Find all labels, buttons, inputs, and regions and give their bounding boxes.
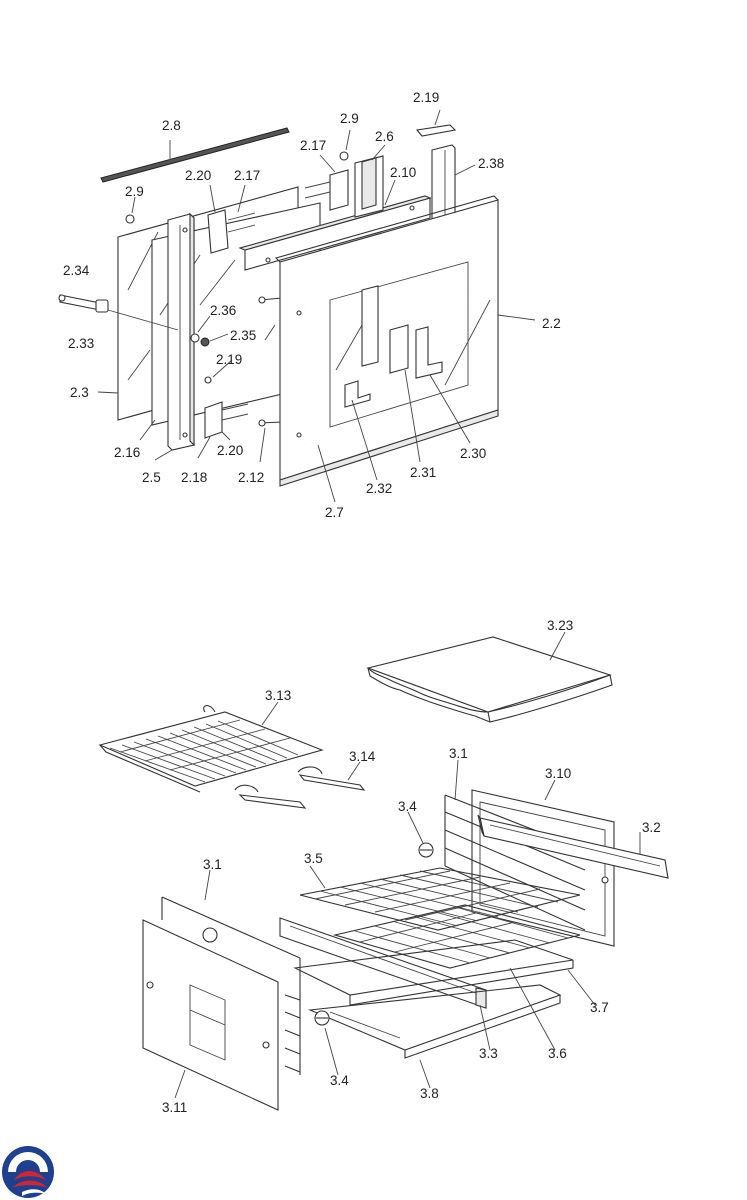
part-label: 3.10 [545,766,571,781]
part-label: 2.34 [63,263,90,278]
part-3-3-runner-rail [279,917,487,1009]
part-label: 2.35 [230,328,256,343]
part-label: 3.3 [479,1046,498,1061]
part-label: 2.7 [325,505,344,520]
part-2-17-hinge-block-right [304,169,349,211]
part-label: 2.38 [478,156,504,171]
part-label: 3.11 [162,1100,187,1115]
part-label: 2.9 [340,111,359,126]
part-label: 2.19 [216,352,242,367]
part-label: 3.4 [398,799,417,814]
part-label: 2.2 [542,316,561,331]
part-label: 2.8 [162,118,181,133]
leader-lines-top [97,109,536,503]
oven-interior-diagram: 3.23 3.13 3.14 3.1 3.10 3.4 3.2 3.5 3.1 … [98,618,669,1115]
part-2-32-bracket [344,380,371,408]
part-label: 2.17 [234,168,260,183]
part-2-19-top-clip [415,124,457,137]
part-2-2-window-rails [361,285,379,367]
part-2-31-block [389,324,409,374]
part-label: 3.4 [330,1073,349,1088]
part-2-34-pin [58,294,101,311]
part-3-1-side-support-left [161,896,301,1075]
part-label: 3.2 [642,820,661,835]
part-2-30-bracket [415,326,443,379]
part-label: 2.19 [413,90,439,105]
part-2-33-bush [95,299,109,313]
part-3-11-side-panel [142,919,279,1111]
part-3-5-oven-shelf [299,867,581,931]
part-3-4-fixing-knob-top [418,842,434,858]
part-label: 2.36 [210,303,236,318]
part-label: 2.6 [375,129,394,144]
part-label: 3.8 [420,1086,439,1101]
part-3-8-grill-pan [307,984,562,1059]
part-2-20-hinge-block-left [207,209,256,254]
part-3-6-oven-shelf-lower [332,904,581,969]
part-label: 3.23 [547,618,573,633]
part-3-2-rail [477,814,669,879]
part-label: 2.33 [68,336,94,351]
part-label: 3.1 [203,857,222,872]
part-3-23-tray [366,636,613,723]
brand-logo-icon [2,1146,54,1198]
part-label: 2.31 [410,465,436,480]
part-2-36-washer [190,333,200,343]
axis-line [107,309,179,331]
part-label: 2.5 [142,470,161,485]
part-label: 2.3 [70,385,89,400]
part-2-7-handle [304,307,327,447]
part-2-9-clip-left [125,214,135,224]
part-label: 3.6 [548,1046,567,1061]
part-3-14-runners [234,766,366,809]
door-assembly-diagram: 2.8 2.19 2.9 2.6 2.17 2.38 2.20 2.17 2.1… [58,90,561,520]
part-label: 3.7 [590,1000,609,1015]
part-2-19-clip-lower [204,376,212,384]
part-3-7-enamel-tray [293,939,574,1006]
part-2-35-nut [200,337,210,347]
part-labels-bottom: 3.23 3.13 3.14 3.1 3.10 3.4 3.2 3.5 3.1 … [162,618,661,1115]
part-label: 3.13 [265,688,291,703]
part-label: 2.9 [125,184,144,199]
part-label: 3.5 [304,851,323,866]
part-2-12-screws [258,296,283,427]
part-label: 2.12 [238,470,264,485]
part-label: 2.20 [185,168,211,183]
part-label: 3.14 [349,749,376,764]
part-label: 2.16 [114,445,140,460]
part-2-2-outer-door-panel [274,195,499,487]
part-2-8-trim-strip [100,127,290,183]
part-label: 2.20 [217,443,243,458]
part-label: 2.17 [300,138,326,153]
part-labels-top: 2.8 2.19 2.9 2.6 2.17 2.38 2.20 2.17 2.1… [63,90,561,520]
part-label: 3.1 [449,746,468,761]
part-2-6-hinge-channel [354,155,384,218]
part-2-9-clip-right [339,151,349,161]
part-label: 2.32 [366,481,392,496]
part-label: 2.10 [390,165,416,180]
part-label: 2.18 [181,470,207,485]
part-label: 2.30 [460,446,486,461]
part-2-5-side-rail [167,212,195,451]
leader-lines-bottom [174,631,641,1099]
part-3-4-fixing-knob-bottom [314,1010,330,1026]
part-3-13-grill-rack [98,705,324,793]
